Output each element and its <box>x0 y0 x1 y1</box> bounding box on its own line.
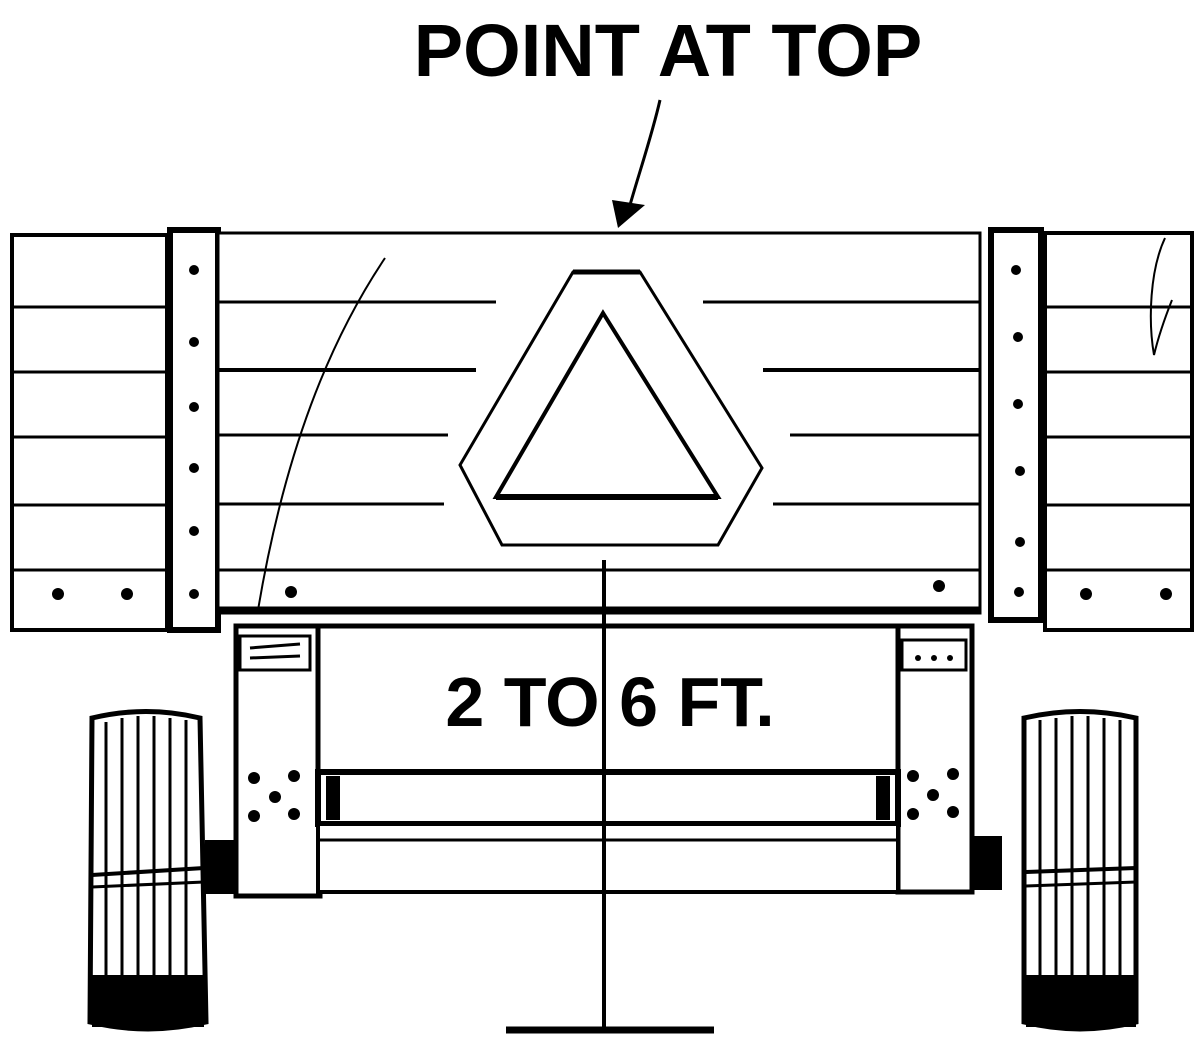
height-range-label: 2 TO 6 FT. <box>445 663 774 741</box>
right-side-board <box>1043 231 1194 632</box>
slow-moving-vehicle-triangle-icon <box>458 269 764 547</box>
left-wheel <box>87 709 209 1032</box>
pointer-arrow-icon <box>612 99 662 228</box>
right-wheel <box>1021 709 1139 1032</box>
center-measurement-line <box>506 560 714 1034</box>
point-at-top-label: POINT AT TOP <box>414 9 922 92</box>
undercarriage-frame <box>205 623 1002 899</box>
left-side-board <box>10 233 169 632</box>
right-post <box>988 227 1044 623</box>
left-post <box>167 227 221 633</box>
